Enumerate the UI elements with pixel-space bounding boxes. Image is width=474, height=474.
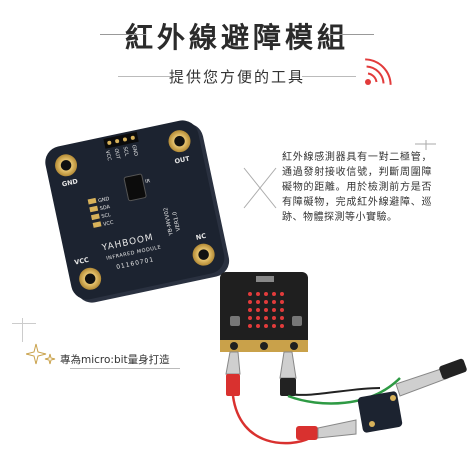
pin-label: VCC xyxy=(103,149,112,162)
alligator-clip-bottom xyxy=(296,419,357,440)
ir-module-small xyxy=(357,391,403,433)
left-pin-labels: GND SDA SCL VCC xyxy=(97,195,115,229)
mount-pad-top-right xyxy=(168,130,191,153)
corner-label-vcc: VCC xyxy=(73,255,90,267)
subtitle-divider-left xyxy=(118,76,172,77)
pin-label: SCL xyxy=(121,146,130,157)
mount-pad-bottom-right xyxy=(192,243,215,266)
product-description: 紅外線感測器具有一對二極管，通過發射接收信號，判斷周圍障礙物的距離。用於檢測前方… xyxy=(282,152,432,223)
title-divider-right xyxy=(328,34,374,35)
sparkle-icon xyxy=(26,343,56,365)
pin-label: OUT xyxy=(112,147,121,160)
mount-pad-bottom-left xyxy=(79,267,102,290)
page-title: 紅外線避障模組 xyxy=(124,21,349,54)
subtitle-divider-right xyxy=(302,76,356,77)
corner-label-gnd: GND xyxy=(61,177,79,189)
corner-label-nc: NC xyxy=(195,231,207,242)
black-wire xyxy=(289,387,381,396)
label-underline xyxy=(70,368,180,369)
pin-label: VCC xyxy=(102,219,115,228)
top-pin-labels: VCC OUT SCL GND xyxy=(104,143,146,163)
ir-label: IR xyxy=(144,178,151,186)
pointer-lines xyxy=(243,140,436,209)
pin-label: GND xyxy=(130,144,139,157)
microbit-board xyxy=(220,272,308,352)
alligator-clip-far-right xyxy=(395,358,467,397)
title-divider-left xyxy=(100,34,146,35)
microbit-wiring-illustration xyxy=(220,272,467,445)
microbit-compatibility-label: 專為micro:bit量身打造 xyxy=(60,354,170,366)
mount-pad-top-left xyxy=(55,154,78,177)
signal-wave-icon xyxy=(365,58,392,85)
alligator-clip-right xyxy=(279,351,297,396)
corner-label-out: OUT xyxy=(173,154,191,166)
cross-mark xyxy=(12,323,36,324)
green-wire xyxy=(287,377,401,405)
page-subtitle: 提供您方便的工具 xyxy=(168,68,305,86)
ir-module-board xyxy=(45,120,230,303)
cross-mark xyxy=(22,318,23,342)
red-wire xyxy=(231,395,311,445)
alligator-clip-left xyxy=(225,351,241,396)
